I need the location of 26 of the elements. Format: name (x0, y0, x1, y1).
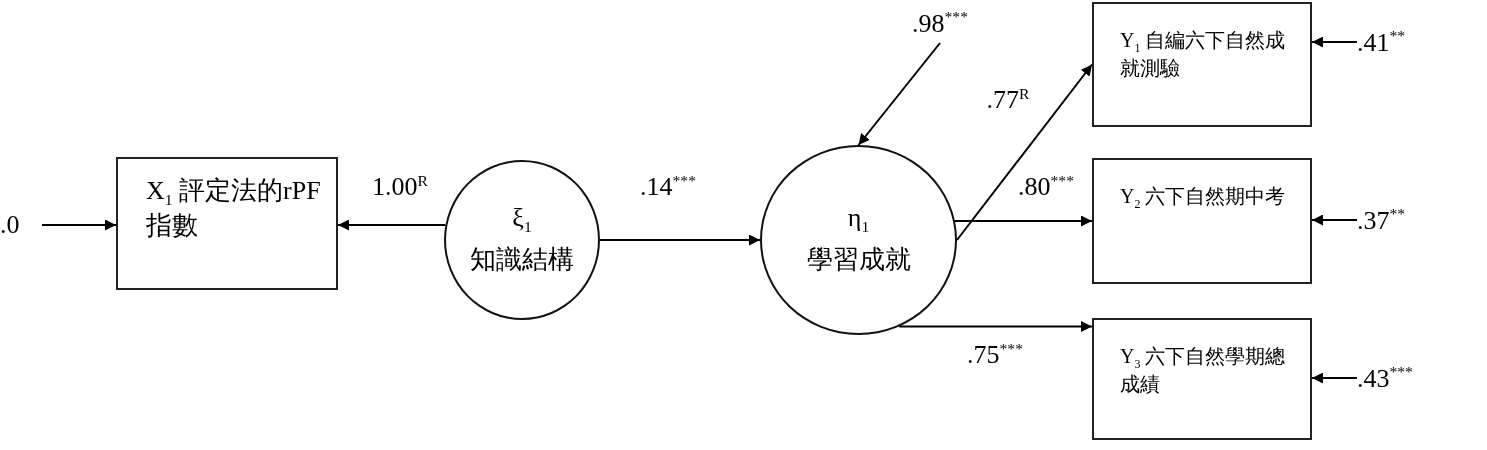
arrow (599, 234, 761, 246)
error-coefficient: .98$^{***}$ (912, 7, 968, 39)
error-coefficient: .41$^{**}$ (1357, 26, 1406, 58)
arrow (1311, 214, 1358, 226)
variable-box (1092, 318, 1312, 440)
variable-label: Y$_{2}$ 六下自然期中考 (1120, 184, 1286, 212)
variable-label: 知識結構 (470, 244, 574, 277)
variable-box (1092, 2, 1312, 127)
arrow (898, 321, 1093, 332)
variable-label: Y$_{1}$ 自編六下自然成就測驗 (1120, 28, 1287, 81)
error-coefficient: .37$^{**}$ (1357, 204, 1406, 236)
error-coefficient: .43$^{***}$ (1357, 362, 1413, 394)
variable-box (1092, 158, 1312, 284)
variable-symbol: η$_{1}$ (847, 202, 870, 237)
arrow (956, 63, 1093, 241)
variable-label: 學習成就 (806, 244, 911, 277)
arrow (41, 219, 117, 231)
variable-label: Y$_{3}$ 六下自然學期總成績 (1120, 344, 1287, 397)
variable-box (116, 157, 338, 290)
variable-symbol: ξ$_{1}$ (512, 202, 532, 237)
variable-label: X$_{1}$ 評定法的rPF指數 (146, 175, 322, 242)
arrow (1311, 36, 1358, 48)
arrow (954, 215, 1093, 227)
error-coefficient: .0 (0, 210, 20, 240)
arrow (857, 42, 941, 146)
arrow (1311, 372, 1358, 384)
